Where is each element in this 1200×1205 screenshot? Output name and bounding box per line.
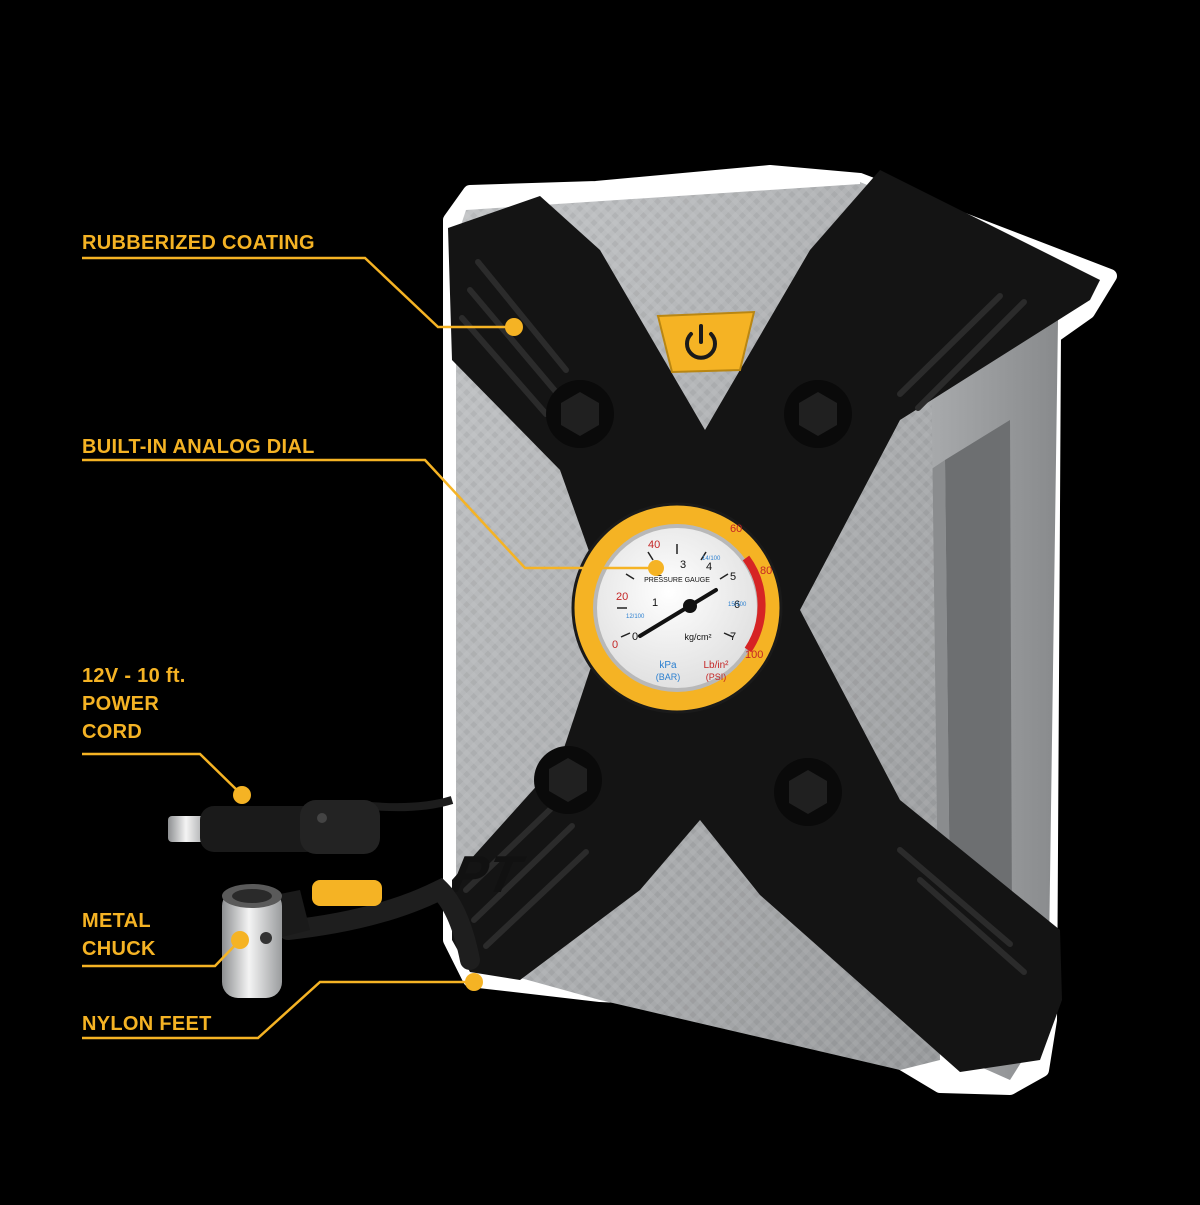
power-button[interactable] (656, 310, 756, 374)
frame-bolts (534, 380, 852, 826)
gauge-psi-sub: (PSI) (706, 672, 727, 682)
callout-metal-chuck: METAL CHUCK (82, 910, 156, 960)
callout-power-cord: 12V - 10 ft. POWER CORD (82, 665, 186, 743)
gauge-inner-tick: 7 (730, 631, 736, 643)
gauge-outer-tick: 20 (616, 591, 628, 603)
rubber-ribs (459, 259, 1027, 975)
gauge-outer-tick: 60 (730, 523, 742, 535)
gauge-kpa-mark: 15/100 (728, 602, 747, 608)
gauge-outer-tick: 80 (760, 565, 772, 577)
gauge-outer-tick: 100 (745, 649, 763, 661)
gauge-needle (638, 588, 718, 638)
gauge-inner-tick: 1 (652, 597, 658, 609)
gauge-kpa-label: kPa (659, 660, 677, 671)
callout-rubberized-coating: RUBBERIZED COATING (82, 232, 315, 254)
callout-dots (231, 318, 664, 991)
callout-nylon-feet: NYLON FEET (82, 1013, 212, 1035)
gauge-outer-tick: 0 (612, 639, 618, 651)
gauge-inner-tick: 0 (632, 631, 638, 643)
gauge-outer-tick: 40 (648, 539, 660, 551)
pressure-gauge: 0 20 40 60 80 100 0 1 2 3 4 5 6 7 12/100… (571, 502, 783, 714)
air-hose-chuck (222, 877, 480, 998)
gauge-psi-label: Lb/in² (703, 660, 729, 671)
gauge-title: PRESSURE GAUGE (644, 577, 710, 584)
gauge-inner-tick: 5 (730, 571, 736, 583)
power-cord-plug (168, 796, 454, 854)
gauge-kpa-mark: 14/100 (702, 556, 721, 562)
gauge-unit: kg/cm² (685, 632, 712, 642)
gauge-inner-tick: 4 (706, 561, 712, 573)
gauge-bar-label: (BAR) (656, 672, 681, 682)
callout-leader-lines (82, 256, 656, 1040)
callout-analog-dial: BUILT-IN ANALOG DIAL (82, 436, 315, 458)
gauge-tick-marks (617, 544, 734, 638)
gauge-inner-tick: 3 (680, 559, 686, 571)
gauge-inner-tick: 6 (734, 599, 740, 611)
power-icon (685, 324, 717, 360)
gauge-kpa-mark: 12/100 (626, 614, 645, 620)
